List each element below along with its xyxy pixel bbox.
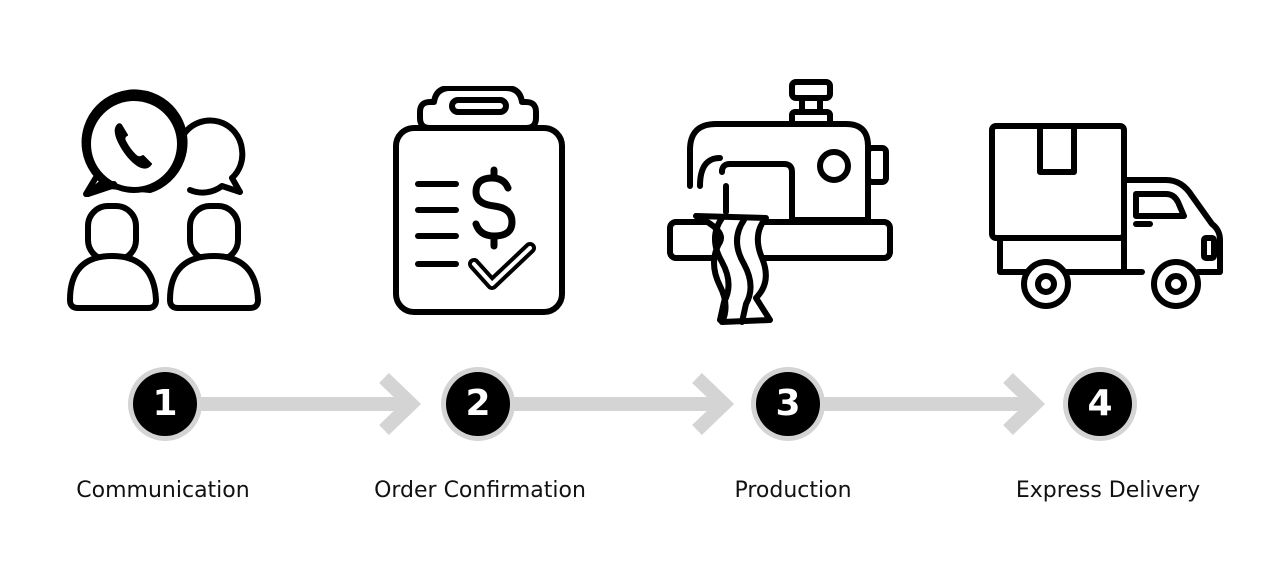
- connector-arrowhead-1-2: [379, 372, 422, 436]
- step-4-label: Express Delivery: [1015, 478, 1201, 503]
- delivery-truck-icon: [986, 122, 1230, 314]
- step-1-number: 1: [152, 383, 178, 424]
- step-4-circle: 4: [1068, 372, 1132, 436]
- step-3-number: 3: [775, 383, 801, 424]
- step-2-label: Order Confirmation: [374, 478, 586, 503]
- clipboard-dollar-check-icon: [388, 86, 570, 318]
- connector-arrowhead-2-3: [692, 372, 735, 436]
- step-2-number: 2: [465, 383, 491, 424]
- connector-arrowhead-3-4: [1003, 372, 1046, 436]
- step-3-circle: 3: [756, 372, 820, 436]
- step-1-label: Communication: [76, 478, 250, 503]
- sewing-machine-icon: [666, 78, 896, 326]
- chat-people-icon: [60, 88, 270, 318]
- step-1-circle: 1: [133, 372, 197, 436]
- step-3-label: Production: [734, 478, 852, 503]
- step-4-number: 4: [1087, 383, 1113, 424]
- step-2-circle: 2: [446, 372, 510, 436]
